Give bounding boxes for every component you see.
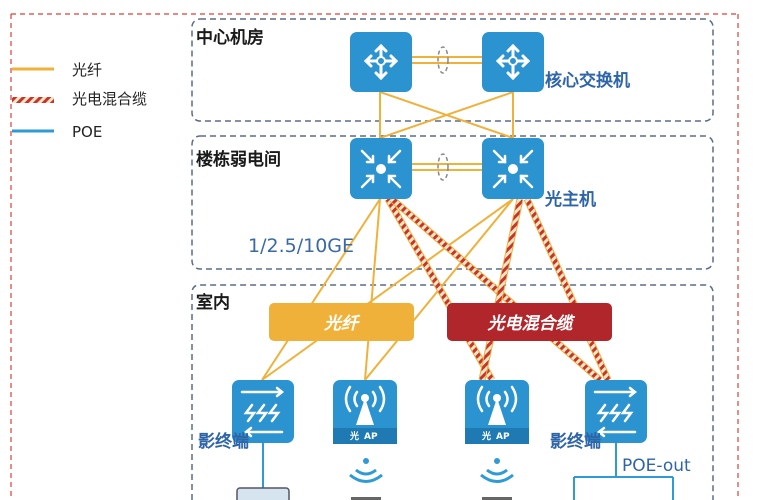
legend-fiber-label: 光纤 [72,61,102,79]
zone-weak-room-title: 楼栋弱电间 [196,149,281,170]
poe-out-label: POE-out [622,456,691,476]
terminal-left-label: 影终端 [198,431,249,452]
hybrid-cable [524,197,611,382]
device-icon [351,497,381,500]
wifi-icon-left [349,458,383,483]
zone-weak-room [191,135,714,270]
terminal-right[interactable] [585,380,647,443]
optical-host-label: 光主机 [544,189,596,210]
ap-badge: 光 [349,430,359,442]
hybrid-cable [479,198,523,381]
legend: 光纤 光电混合缆 POE [12,61,147,141]
terminal-right-label: 影终端 [550,431,601,452]
device-icon [482,497,512,500]
zone-core-room-title: 中心机房 [196,27,264,48]
hybrid-tag [447,303,612,341]
fiber-link [379,91,514,139]
ap-left[interactable]: 光 AP [333,380,397,444]
poe-out-links [573,443,674,500]
fiber-tag-label: 光纤 [323,314,361,334]
ap-right[interactable]: 光 AP [465,380,529,444]
hybrid-cable [385,197,495,382]
ap-band [333,428,397,444]
core-switch-right[interactable] [482,32,544,92]
fiber-link [261,198,514,381]
core-links [379,46,514,139]
core-switch-left[interactable] [350,32,412,92]
zone-indoor [191,284,714,500]
optical-host-right[interactable] [482,138,544,199]
link-aggregation-icon [437,153,449,181]
terminal-left[interactable] [232,380,294,443]
zone-indoor-title: 室内 [196,292,230,313]
legend-hybrid-swatch [12,97,54,103]
legend-poe-label: POE [72,123,102,141]
fiber-link [261,198,381,381]
optical-host-left[interactable] [350,138,412,199]
fiber-tag [269,303,414,341]
ap-label: AP [364,432,378,442]
monitor-icon [236,487,290,500]
wifi-icon-right [480,458,514,483]
legend-hybrid-label: 光电混合缆 [72,90,147,108]
zone-core-room [191,18,714,122]
hybrid-cable [390,197,602,382]
host-links [261,153,612,383]
ap-badge: 光 [481,430,491,442]
speed-label: 1/2.5/10GE [248,235,354,257]
hybrid-tag-label: 光电混合缆 [487,314,576,334]
ap-label: AP [496,432,510,442]
fiber-link [364,198,381,381]
ap-band [465,428,529,444]
core-switch-label: 核心交换机 [545,70,630,91]
link-aggregation-icon [437,46,449,74]
